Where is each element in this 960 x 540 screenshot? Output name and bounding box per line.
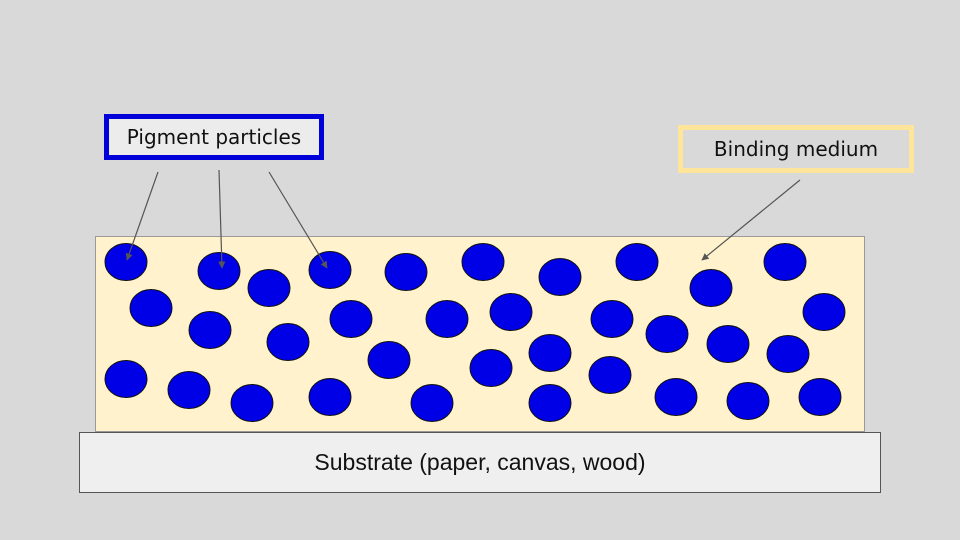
pigment-particle [308,378,352,416]
pigment-particle [104,243,148,281]
pigment-particle [706,325,750,363]
pigment-particles-label: Pigment particles [126,125,302,149]
pigment-particle [489,293,533,331]
pigment-particle [590,300,634,338]
pigment-pointer-arrow [125,171,159,261]
pigment-particle [247,269,291,307]
pointer-arrows-group [125,169,801,269]
pigment-particle [197,252,241,290]
pigment-particle [461,243,505,281]
pigment-particle [188,311,232,349]
pigment-pointer-arrow [218,169,226,269]
pigment-particle [798,378,842,416]
pigment-particle [167,371,211,409]
pigment-particle [308,251,352,289]
substrate-layer: Substrate (paper, canvas, wood) [79,432,881,493]
pigment-pointer-arrow [268,171,328,269]
pigment-particle [384,253,428,291]
binding-medium-label: Binding medium [713,137,879,161]
pigment-particle [763,243,807,281]
pigment-particle [615,243,659,281]
pigment-particles-label-box: Pigment particles [104,114,324,160]
pigment-particle [689,269,733,307]
pigment-particle [367,341,411,379]
pigment-particle [802,293,846,331]
binder-pointer-arrow [701,179,801,261]
pigment-particle [425,300,469,338]
pigment-particle [469,349,513,387]
pigment-particle [528,334,572,372]
pigment-particle [538,258,582,296]
pigment-particle [588,356,632,394]
pigment-particle [266,323,310,361]
pigment-particle [104,360,148,398]
pigment-particle [329,300,373,338]
pigment-particle [726,382,770,420]
pigment-particle [528,384,572,422]
binding-medium-label-box: Binding medium [678,125,914,173]
pigment-particle [230,384,274,422]
pigment-particle [766,335,810,373]
substrate-label: Substrate (paper, canvas, wood) [314,449,646,475]
pigment-particle [645,315,689,353]
pigment-particle [410,384,454,422]
pigment-particles-group [104,243,846,422]
pigment-particle [654,378,698,416]
pigment-particle [129,289,173,327]
